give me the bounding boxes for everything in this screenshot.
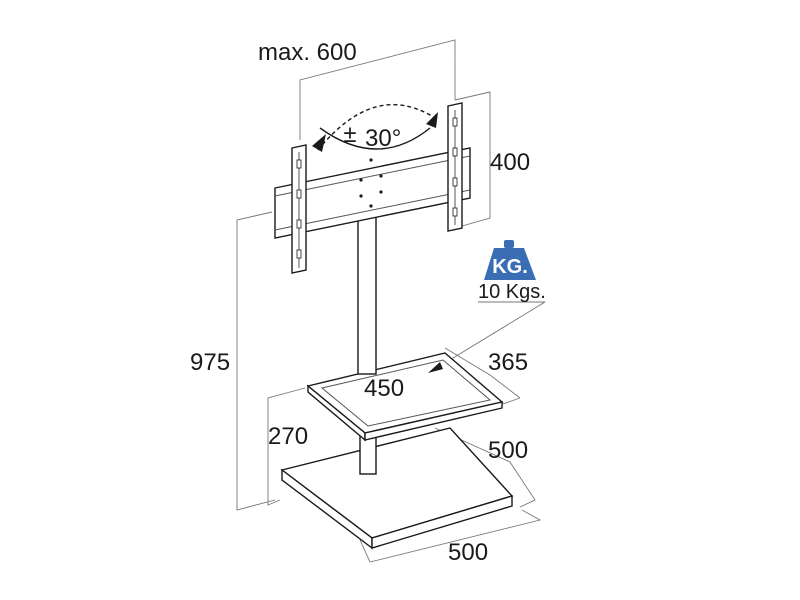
shelf-arrow <box>428 362 443 373</box>
vesa-height-label: 400 <box>490 149 530 176</box>
max-width-label: max. 600 <box>258 39 357 66</box>
weight-badge-label: KG. <box>492 256 528 278</box>
tilt-sign: ± <box>343 121 356 148</box>
dimension-lines <box>236 39 546 563</box>
weight-limit-label: 10 Kgs. <box>478 281 546 303</box>
shelf-depth-label: 365 <box>488 349 528 376</box>
base-width-label: 500 <box>448 539 488 566</box>
tilt-arrow <box>312 104 438 152</box>
shelf-height-label: 270 <box>268 423 308 450</box>
upper-column <box>357 197 377 375</box>
base-depth-label: 500 <box>488 437 528 464</box>
glass-shelf <box>306 352 504 442</box>
floor-base <box>280 427 514 550</box>
total-height-label: 975 <box>190 349 230 376</box>
tilt-label: 30° <box>365 125 401 152</box>
weight-badge: KG. <box>484 240 536 280</box>
vesa-mount <box>274 102 471 274</box>
shelf-width-label: 450 <box>364 375 404 402</box>
